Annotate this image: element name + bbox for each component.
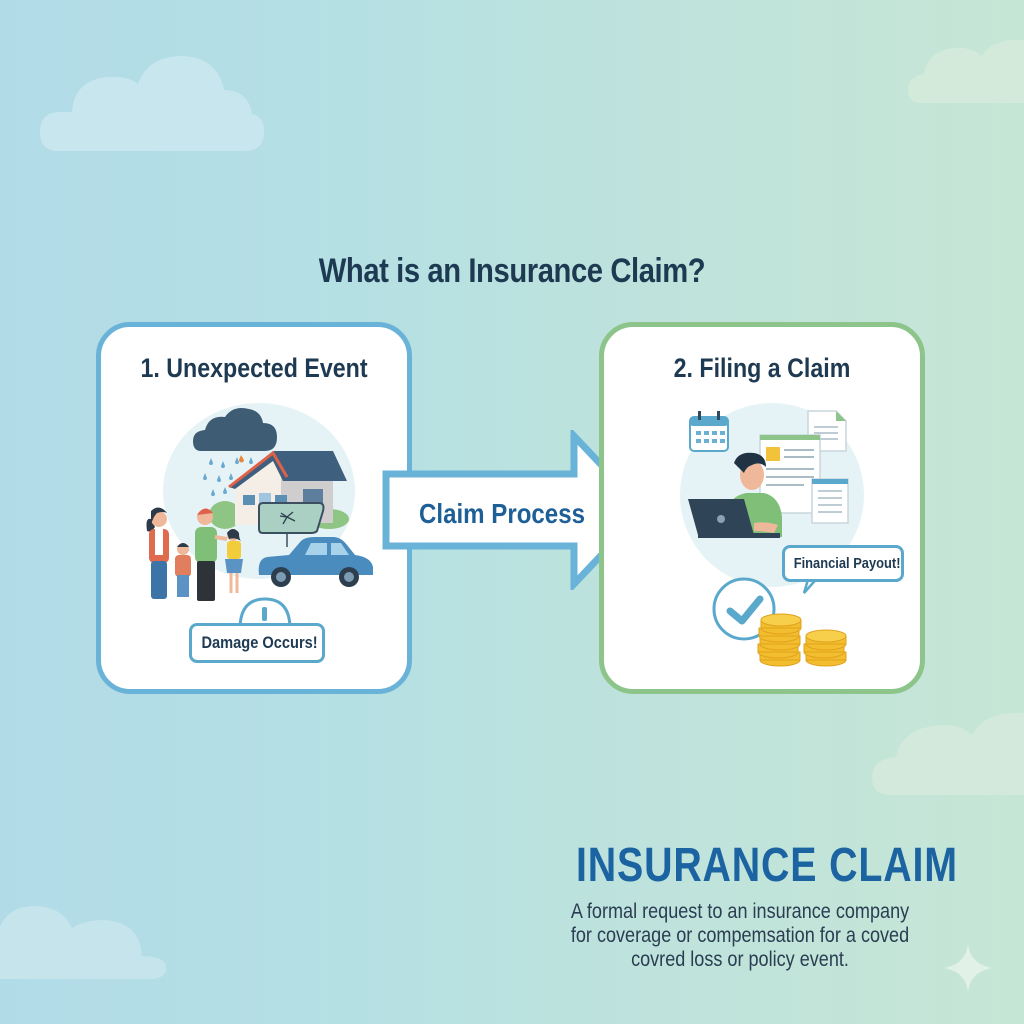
claim-process-label: Claim Process xyxy=(419,498,585,529)
cloud-icon xyxy=(40,56,264,151)
callout-text: Financial Payout! xyxy=(793,555,901,572)
term-definition: A formal request to an insurance company… xyxy=(568,900,912,972)
cloud-icon xyxy=(0,906,166,979)
exclamation-icon xyxy=(262,607,267,621)
step-title: 2. Filing a Claim xyxy=(673,353,851,383)
definition-line: covred loss or policy event. xyxy=(631,948,849,971)
damage-occurs-callout: Damage Occurs! xyxy=(189,623,325,663)
definition-line: A formal request to an insurance company xyxy=(570,900,910,923)
definition-line: for coverage or compemsation for a coved xyxy=(570,924,910,947)
cloud-icon xyxy=(908,39,1024,103)
checkmark-icon xyxy=(712,577,776,641)
sparkle-icon xyxy=(944,944,992,992)
term-title: INSURANCE CLAIM xyxy=(576,839,958,892)
definition-block: INSURANCE CLAIM A formal request to an i… xyxy=(540,838,958,972)
callout-text: Damage Occurs! xyxy=(201,633,318,652)
storm-house-family-car-illustration xyxy=(146,403,373,630)
cloud-icon xyxy=(872,712,1024,795)
coins-icon xyxy=(757,613,847,667)
person-laptop-documents-illustration xyxy=(680,403,864,667)
financial-payout-callout: Financial Payout! xyxy=(782,545,904,582)
calendar-icon xyxy=(689,411,729,452)
step-card-filing-claim: 2. Filing a Claim xyxy=(599,322,925,694)
page-title: What is an Insurance Claim? xyxy=(318,252,706,290)
step-title: 1. Unexpected Event xyxy=(140,353,368,383)
step-card-unexpected-event: 1. Unexpected Event xyxy=(96,322,412,694)
